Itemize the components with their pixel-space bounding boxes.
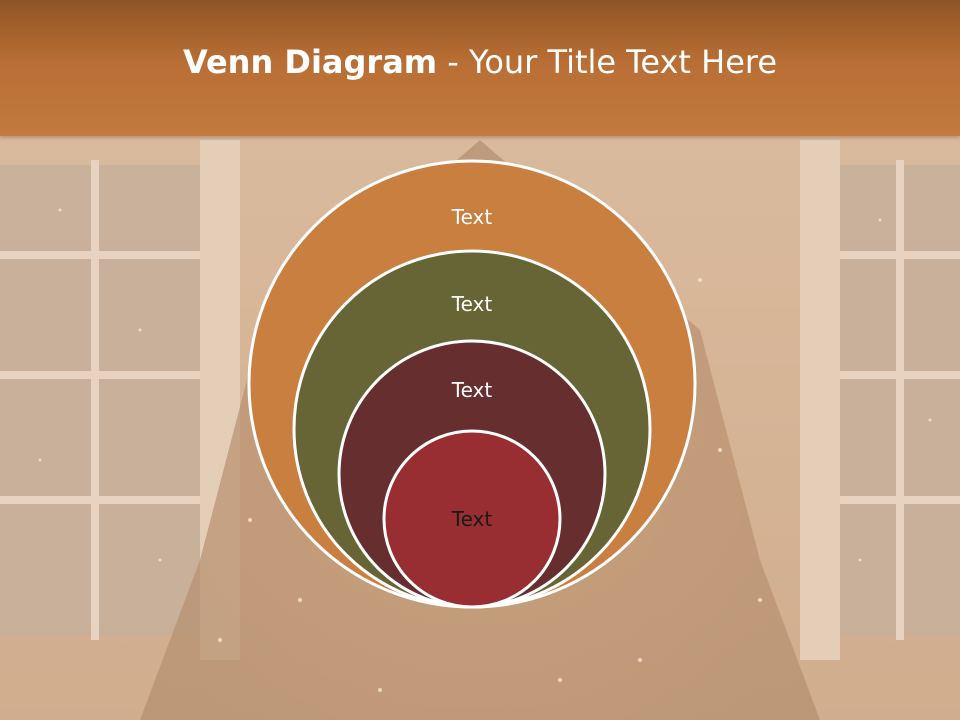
ring-4-label: Text xyxy=(451,507,493,531)
title-bold: Venn Diagram xyxy=(182,43,438,81)
ring-4-circle[interactable] xyxy=(382,429,562,609)
ring-3-label: Text xyxy=(451,378,493,402)
ring-1-label: Text xyxy=(451,205,493,229)
page-title: Venn Diagram - Your Title Text Here xyxy=(0,40,960,84)
title-rest: - Your Title Text Here xyxy=(437,43,778,81)
title-bar xyxy=(0,0,960,136)
ring-2-label: Text xyxy=(451,292,493,316)
